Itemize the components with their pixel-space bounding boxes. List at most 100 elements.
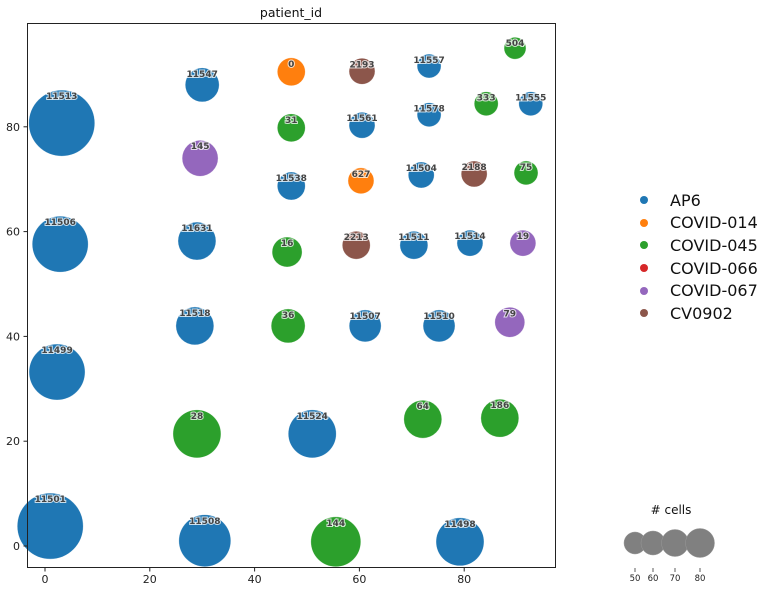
data-point: 11501 <box>16 492 84 560</box>
point-label: 11561 <box>346 114 377 124</box>
x-tick-label: 0 <box>42 573 49 586</box>
legend-item-covid-066: COVID-066 <box>640 257 758 280</box>
point-label: 11524 <box>297 412 328 422</box>
data-point: 79 <box>494 306 526 338</box>
x-tick-label: 40 <box>248 573 262 586</box>
y-tick-label: 0 <box>13 540 20 553</box>
point-label: 11578 <box>413 105 444 115</box>
data-point: 11538 <box>275 171 308 201</box>
point-label: 11511 <box>398 233 429 243</box>
bubble <box>348 309 382 343</box>
bubble <box>348 111 376 139</box>
legend-dot-icon <box>640 309 648 318</box>
point-label: 11631 <box>181 224 212 234</box>
bubble <box>31 215 89 273</box>
bubble <box>175 306 215 346</box>
bubble <box>287 409 337 459</box>
point-label: 11514 <box>454 232 485 242</box>
data-point: 0 <box>276 57 306 87</box>
legend-label: COVID-045 <box>670 235 758 255</box>
bubble <box>341 230 371 260</box>
legend-label: AP6 <box>670 190 701 210</box>
x-tick-label: 60 <box>352 573 366 586</box>
legend-dot-icon <box>640 196 648 205</box>
bubble <box>473 91 499 117</box>
point-label: 19 <box>517 232 530 242</box>
legend-label: COVID-066 <box>670 258 758 278</box>
data-point: 11511 <box>397 230 431 260</box>
y-tick-label: 60 <box>6 226 20 239</box>
legend-dot-icon <box>640 241 648 250</box>
legend-item-covid-045: COVID-045 <box>640 234 758 257</box>
bubble <box>494 306 526 338</box>
point-label: 186 <box>490 401 509 411</box>
color-legend: AP6 COVID-014 COVID-045 COVID-066 COVID-… <box>640 189 758 325</box>
chart-title: patient_id <box>260 5 322 20</box>
legend-item-covid-014: COVID-014 <box>640 212 758 235</box>
data-point: 11555 <box>514 91 547 117</box>
point-label: 11501 <box>35 495 66 505</box>
bubble <box>403 399 443 439</box>
data-point: 11499 <box>28 343 86 401</box>
plot-frame <box>27 23 556 568</box>
bubble <box>480 398 520 438</box>
point-label: 64 <box>417 402 430 412</box>
point-label: 145 <box>191 142 210 152</box>
point-label: 31 <box>285 116 298 126</box>
point-label: 11504 <box>406 164 437 174</box>
size-legend: # cells 50 60 70 80 <box>623 503 715 584</box>
bubble <box>503 36 527 60</box>
data-point: 11631 <box>177 221 217 261</box>
bubble <box>456 229 484 257</box>
data-point: 11514 <box>453 229 487 257</box>
legend-label: CV0902 <box>670 303 733 323</box>
legend-item-covid-067: COVID-067 <box>640 279 758 302</box>
legend-item-ap6: AP6 <box>640 189 758 212</box>
point-label: 11498 <box>444 520 475 530</box>
data-point: 28 <box>172 409 222 459</box>
point-label: 2193 <box>349 60 374 70</box>
bubble <box>310 516 362 568</box>
bubble <box>435 517 485 567</box>
bubble <box>177 221 217 261</box>
size-tick-label: 50 <box>630 574 641 584</box>
point-label: 0 <box>288 60 294 70</box>
data-point: 11578 <box>412 102 446 128</box>
bubble <box>178 514 232 568</box>
bubble <box>407 161 435 189</box>
bubble <box>184 67 220 103</box>
x-tick-label: 80 <box>457 573 471 586</box>
legend-label: COVID-067 <box>670 281 758 301</box>
data-point: 186 <box>480 398 520 438</box>
bubble <box>347 167 375 195</box>
data-point: 11513 <box>28 89 96 157</box>
point-label: 11506 <box>45 218 76 228</box>
data-point: 145 <box>181 139 219 177</box>
point-label: 2213 <box>344 233 369 243</box>
data-point: 627 <box>347 167 375 195</box>
data-point: 333 <box>473 91 499 117</box>
bubble <box>271 236 303 268</box>
bubble <box>509 229 537 257</box>
point-label: 2188 <box>462 163 487 173</box>
data-point: 11504 <box>405 161 438 189</box>
bubble <box>172 409 222 459</box>
data-point: 11508 <box>178 514 232 568</box>
data-point: 144 <box>310 516 362 568</box>
point-label: 75 <box>520 163 533 173</box>
bubble <box>513 160 539 186</box>
y-tick-label: 40 <box>6 330 20 343</box>
data-point: 11506 <box>31 215 89 273</box>
size-tick-label: 60 <box>648 574 659 584</box>
legend-label: COVID-014 <box>670 213 758 233</box>
data-point: 11557 <box>412 53 446 79</box>
bubble <box>416 53 442 79</box>
bubble <box>276 113 306 143</box>
point-label: 11518 <box>179 309 210 319</box>
point-label: 504 <box>506 39 525 49</box>
bubble <box>460 160 488 188</box>
size-circle-70 <box>661 529 689 557</box>
